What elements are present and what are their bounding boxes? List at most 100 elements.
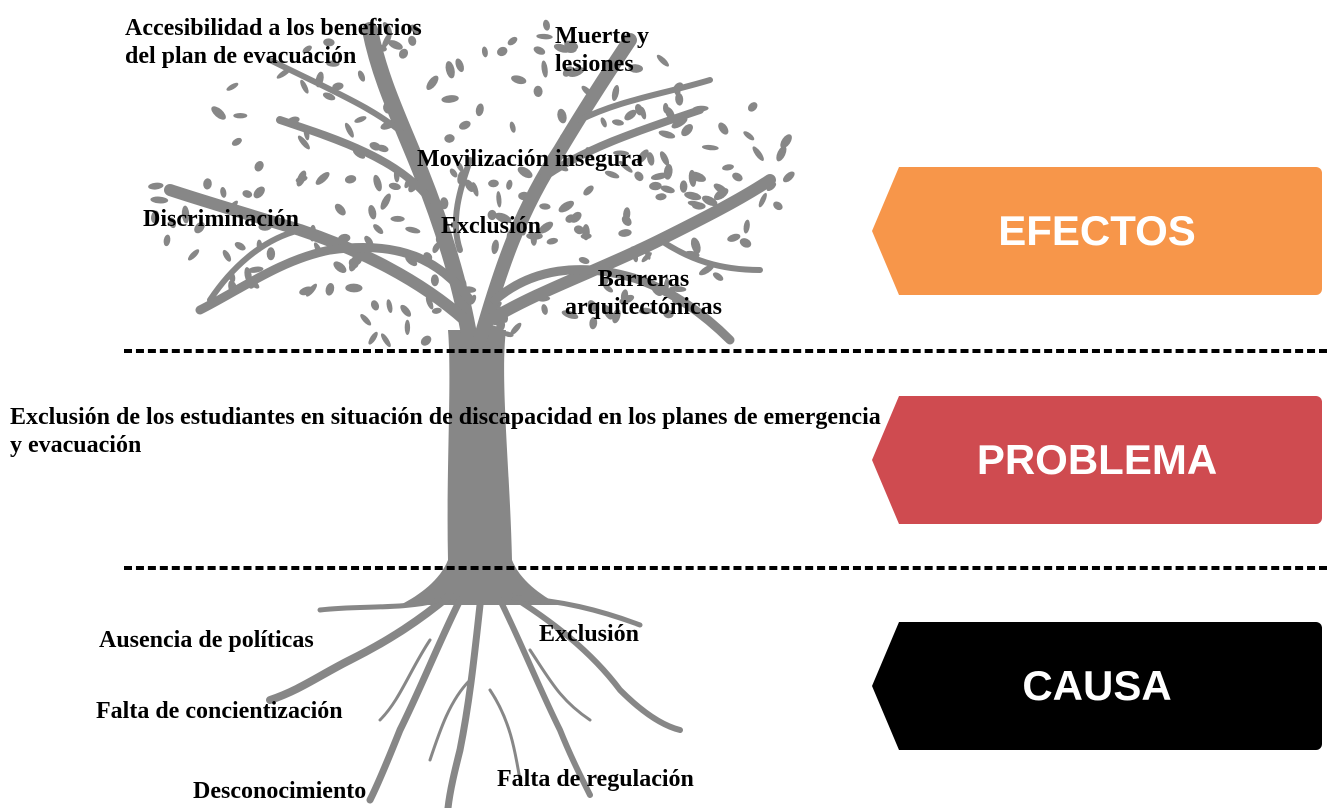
leaf: [432, 242, 440, 254]
leaf: [481, 46, 488, 58]
leaf: [681, 124, 693, 137]
leaf: [558, 200, 575, 213]
leaf: [509, 121, 516, 133]
effect-muerte: Muerte y lesiones: [555, 23, 649, 77]
problem-statement: Exclusión de los estudiantes en situació…: [10, 404, 881, 458]
leaf: [517, 166, 533, 179]
leaf: [354, 116, 367, 123]
leaf: [455, 161, 464, 172]
leaf: [388, 182, 401, 191]
tree-leaves: [148, 19, 795, 348]
leaf: [675, 92, 684, 106]
leaf: [349, 254, 359, 272]
leaf: [150, 196, 169, 204]
leaf: [360, 314, 372, 326]
leaf: [332, 82, 344, 91]
leaf: [747, 102, 758, 112]
leaf: [380, 193, 391, 210]
leaf: [226, 82, 239, 91]
leaf: [613, 150, 630, 156]
leaf: [690, 237, 701, 254]
leaf: [386, 299, 393, 313]
effect-accesibilidad: Accesibilidad a los beneficios del plan …: [125, 15, 422, 69]
leaf: [752, 146, 764, 161]
leaf: [766, 182, 777, 192]
leaf: [380, 333, 391, 348]
effect-barreras: Barreras arquitectónicas: [565, 266, 722, 320]
leaf: [655, 193, 667, 201]
leaf: [211, 106, 226, 120]
leaf: [567, 67, 585, 77]
leaf: [656, 54, 669, 67]
leaf: [684, 191, 702, 201]
leaf: [743, 131, 755, 141]
leaf: [714, 188, 729, 201]
leaf: [445, 61, 455, 79]
leaf: [564, 40, 579, 51]
leaf: [546, 237, 559, 245]
leaf: [306, 283, 317, 297]
leaf: [689, 171, 706, 182]
leaf: [150, 210, 160, 224]
leaf: [370, 300, 380, 311]
leaf: [679, 180, 688, 193]
leaf: [538, 221, 554, 234]
leaf: [618, 229, 632, 237]
leaf: [639, 106, 647, 120]
leaf: [405, 226, 421, 234]
leaf: [636, 149, 649, 164]
leaf: [168, 217, 177, 229]
leaf: [536, 33, 553, 40]
leaf: [506, 179, 513, 190]
leaf: [612, 308, 621, 324]
leaf: [315, 171, 330, 185]
leaf: [743, 219, 750, 234]
effect-movilizacion: Movilización insegura: [417, 146, 643, 172]
leaf: [565, 214, 576, 223]
leaf: [541, 60, 548, 78]
leaf: [487, 209, 497, 221]
leaf: [543, 19, 550, 31]
leaf: [181, 205, 190, 224]
leaf: [624, 109, 637, 121]
leaf: [619, 160, 633, 173]
leaf: [510, 322, 522, 336]
leaf: [368, 331, 378, 345]
divider-problem-cause: [124, 566, 1327, 570]
leaf: [382, 21, 393, 36]
leaf: [408, 35, 417, 46]
leaf: [345, 283, 363, 293]
leaf: [400, 304, 412, 317]
leaf: [587, 300, 598, 312]
leaf: [388, 40, 403, 50]
leaf: [475, 103, 484, 117]
leaf: [373, 224, 384, 235]
leaf: [203, 178, 212, 190]
leaf: [404, 319, 411, 335]
leaf: [302, 45, 312, 54]
leaf: [431, 307, 442, 314]
leaf: [732, 172, 743, 182]
leaf: [722, 164, 734, 171]
leaf: [242, 190, 253, 198]
leaf: [464, 179, 475, 192]
leaf: [611, 84, 620, 102]
cause-ausencia-politicas: Ausencia de políticas: [99, 627, 314, 653]
leaf: [511, 75, 527, 85]
leaf: [727, 233, 741, 242]
leaf: [712, 272, 724, 281]
leaf: [326, 60, 340, 67]
cause-falta-concientizacion: Falta de concientización: [96, 698, 343, 724]
leaf: [658, 130, 676, 139]
leaf: [496, 46, 508, 57]
effect-exclusion: Exclusión: [441, 213, 542, 239]
effect-discriminacion: Discriminación: [143, 206, 299, 232]
leaf: [718, 122, 729, 135]
leaf: [253, 186, 265, 199]
leaf: [634, 171, 644, 182]
leaf: [231, 137, 242, 146]
leaf: [266, 247, 276, 261]
leaf: [323, 38, 335, 47]
leaf: [739, 238, 752, 248]
leaf: [344, 175, 357, 184]
